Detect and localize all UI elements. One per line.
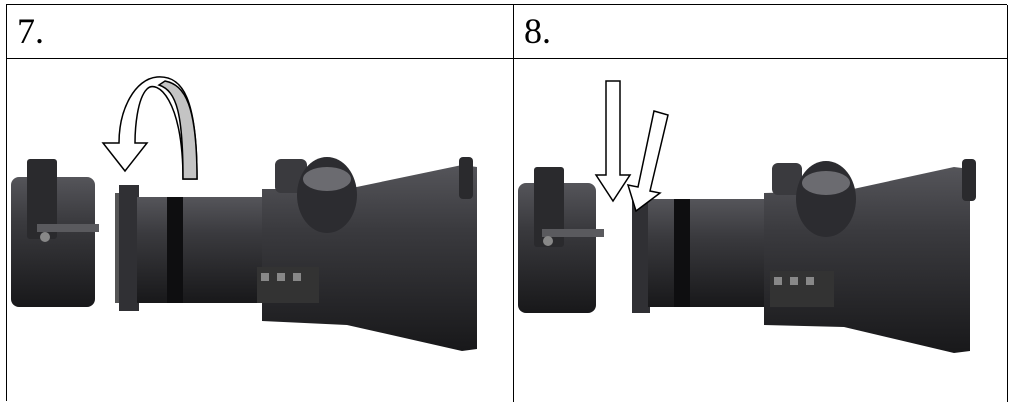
step-7-number: 7. xyxy=(17,11,44,51)
step-7-header: 7. xyxy=(7,5,514,59)
scope-push-illustration xyxy=(518,80,976,353)
step-8-number: 8. xyxy=(524,11,551,51)
push-arrow-left xyxy=(594,80,632,203)
step-7-illustration-cell xyxy=(7,59,514,402)
rotation-arrow xyxy=(101,76,198,180)
instruction-table: 7. 8. xyxy=(6,4,1008,402)
night-vision-scope xyxy=(11,157,477,351)
scope-rotate-illustration xyxy=(11,76,477,351)
push-arrow-right xyxy=(626,110,669,213)
night-vision-scope xyxy=(518,159,976,353)
step-8-header: 8. xyxy=(514,5,1008,59)
step-8-illustration-cell xyxy=(514,59,1008,402)
